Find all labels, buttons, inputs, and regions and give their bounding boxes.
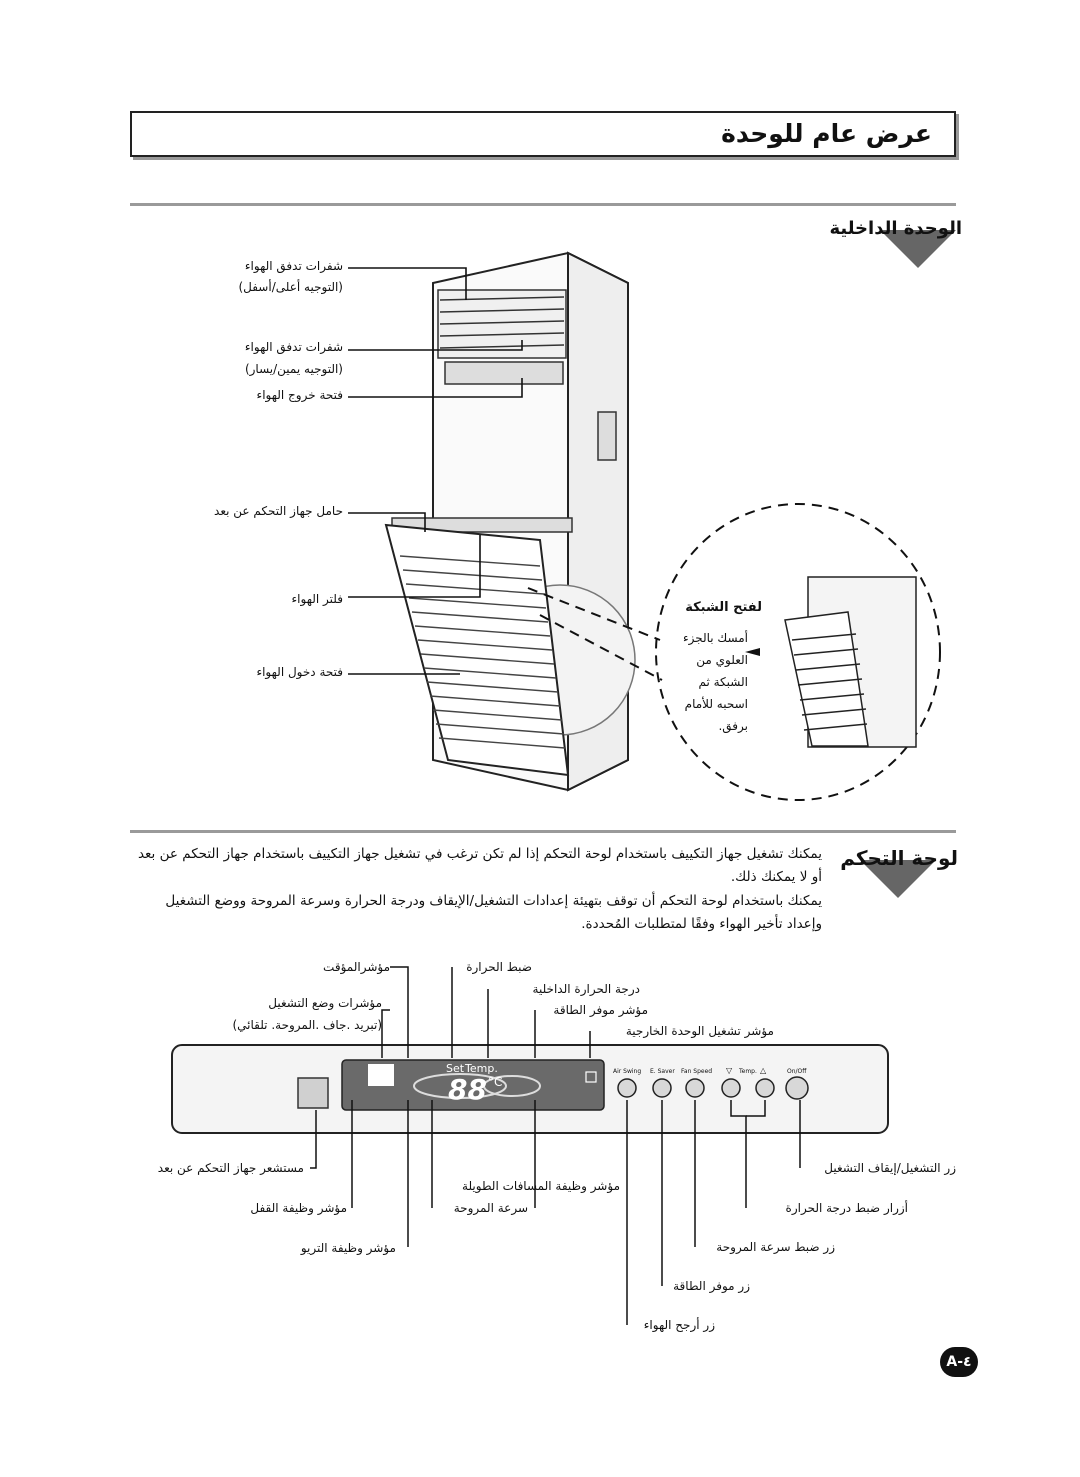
section-marker-control bbox=[860, 860, 936, 898]
section-divider-indoor bbox=[130, 203, 956, 206]
indoor-unit-heading: الوحدة الداخلية bbox=[829, 218, 962, 239]
on-off-button[interactable] bbox=[785, 1076, 809, 1100]
label-e-saver-button: زر موفر الطاقة bbox=[673, 1279, 750, 1293]
control-panel-paragraph-1: يمكنك تشغيل جهاز التكييف باستخدام لوحة ا… bbox=[137, 846, 822, 885]
indoor-unit-illustration bbox=[348, 251, 941, 801]
label-set-temp: ضبط الحرارة bbox=[466, 960, 532, 974]
on-off-caption: On/Off bbox=[787, 1068, 807, 1075]
label-fan-speed-button: زر ضبط سرعة المروحة bbox=[716, 1240, 835, 1254]
label-energy-saver-indicator: مؤشر موفر الطاقة bbox=[553, 1003, 648, 1017]
e-saver-button[interactable] bbox=[652, 1078, 672, 1098]
display-unit: °C bbox=[488, 1075, 503, 1089]
page-title: عرض عام للوحدة bbox=[721, 119, 932, 148]
label-fan-speed-indicator: سرعة المروحة bbox=[453, 1201, 528, 1215]
label-lock-indicator: مؤشر وظيفة القفل bbox=[250, 1201, 347, 1215]
grille-callout-line: العلوي من bbox=[696, 653, 748, 667]
display-digits: 88 bbox=[448, 1073, 487, 1106]
grille-callout-line: برفق. bbox=[718, 719, 748, 733]
grille-callout-line: اسحبه للأمام bbox=[684, 697, 748, 711]
display-set-label: Set bbox=[446, 1062, 465, 1075]
label-remote-holder: حامل جهاز التحكم عن بعد bbox=[214, 504, 343, 518]
label-mode-indicators: مؤشرات وضع التشغيل bbox=[268, 996, 382, 1010]
label-on-off-button: زر التشغيل/إيقاف التشغيل bbox=[824, 1161, 956, 1175]
label-louver-lr-2: (التوجيه أعلى/أسفل) bbox=[238, 280, 343, 294]
label-louver-ud-1: شفرات تدفق الهواء bbox=[244, 340, 343, 354]
label-timer-indicator: مؤشرالمؤقت bbox=[323, 960, 390, 974]
fan-speed-caption: Fan Speed bbox=[681, 1068, 713, 1075]
temp-down-button[interactable] bbox=[721, 1078, 741, 1098]
label-air-filter: فلتر الهواء bbox=[291, 592, 343, 606]
page-title-box: عرض عام للوحدة bbox=[130, 111, 956, 157]
label-temp-buttons: أزرار ضبط درجة الحرارة bbox=[785, 1201, 908, 1215]
grille-callout-line: أمسك بالجزء bbox=[682, 631, 748, 645]
fan-speed-button[interactable] bbox=[685, 1078, 705, 1098]
section-divider-control bbox=[130, 830, 956, 833]
temp-up-caption: △ bbox=[760, 1066, 767, 1075]
label-air-swing-button: زر أرجح الهواء bbox=[643, 1318, 715, 1332]
control-panel-heading: لوحة التحكم bbox=[840, 846, 958, 870]
label-remote-receiver: مستشعر جهاز التحكم عن بعد bbox=[157, 1161, 304, 1175]
display-temp-label: Temp. bbox=[465, 1062, 498, 1075]
control-panel-paragraph-2: يمكنك باستخدام لوحة التحكم أن توقف بتهيئ… bbox=[165, 893, 822, 932]
control-panel-illustration bbox=[171, 966, 889, 1325]
upper-louvers bbox=[437, 289, 567, 359]
grille-slats bbox=[399, 555, 566, 749]
label-indoor-temp: درجة الحرارة الداخلية bbox=[532, 982, 640, 996]
temp-up-button[interactable] bbox=[755, 1078, 775, 1098]
label-mode-indicators-detail: (تبريد .جاف .المروحة. تلقائي) bbox=[232, 1018, 382, 1032]
mode-indicator-box bbox=[368, 1064, 394, 1086]
label-air-inlet: فتحة دخول الهواء bbox=[256, 665, 343, 679]
label-air-outlet: فتحة خروج الهواء bbox=[256, 388, 343, 402]
air-swing-button[interactable] bbox=[617, 1078, 637, 1098]
label-long-distance: مؤشر وظيفة المسافات الطويلة bbox=[462, 1179, 620, 1193]
display-panel bbox=[341, 1059, 605, 1111]
section-marker-indoor bbox=[880, 230, 956, 268]
page-number: A-٤ bbox=[940, 1347, 978, 1377]
callout-detail-unit bbox=[784, 576, 917, 748]
label-louver-ud-2: (التوجيه يمين/يسار) bbox=[244, 362, 343, 376]
temp-caption: Temp. bbox=[739, 1068, 757, 1075]
label-outdoor-operation: مؤشر تشغيل الوحدة الخارجية bbox=[625, 1024, 774, 1038]
e-saver-caption: E. Saver bbox=[650, 1068, 675, 1075]
front-grille bbox=[384, 523, 570, 777]
remote-sensor-window bbox=[297, 1077, 329, 1109]
grille-callout-line: الشبكة ثم bbox=[698, 675, 748, 689]
temp-down-caption: ▽ bbox=[726, 1066, 733, 1075]
label-louver-lr-1: شفرات تدفق الهواء bbox=[244, 259, 343, 273]
label-swing-indicator: مؤشر وظيفة التريو bbox=[300, 1241, 396, 1255]
air-swing-caption: Air Swing bbox=[613, 1068, 642, 1075]
grille-callout-title: لفتح الشبكة bbox=[685, 600, 762, 615]
